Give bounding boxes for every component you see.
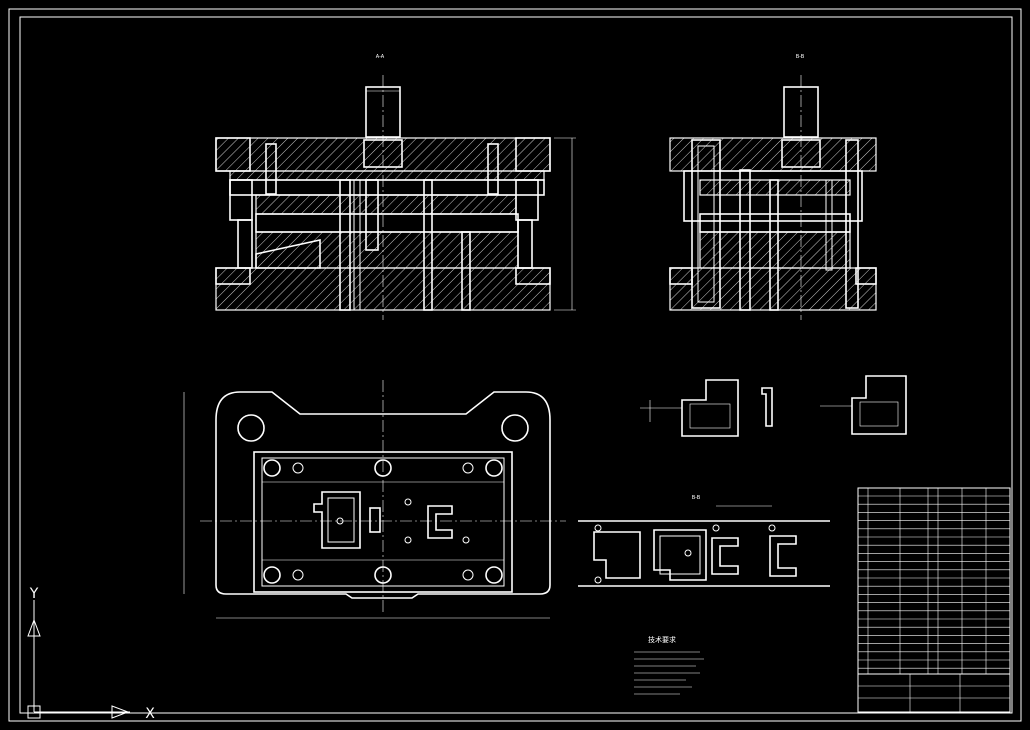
strip-layout: B-B <box>578 495 830 587</box>
parts-list-table <box>857 487 1011 675</box>
front-section-view: A-A <box>215 54 576 320</box>
side-view-label: B-B <box>796 54 805 60</box>
parts-list-rows <box>858 495 1010 669</box>
ucs-x-label: X <box>145 706 155 722</box>
strip-section-label: B-B <box>692 495 701 501</box>
sheet-border <box>8 8 1022 722</box>
title-block <box>857 673 1011 713</box>
tech-req-title: 技术要求 <box>648 635 676 644</box>
side-section-view: B-B <box>669 54 877 320</box>
plan-view <box>183 380 566 619</box>
ucs-y-label: Y <box>29 586 39 602</box>
technical-requirements: 技术要求 <box>634 635 704 695</box>
ucs-axes-icon: Y X <box>27 586 155 722</box>
front-view-label: A-A <box>376 54 385 60</box>
part-drawings <box>640 375 907 437</box>
